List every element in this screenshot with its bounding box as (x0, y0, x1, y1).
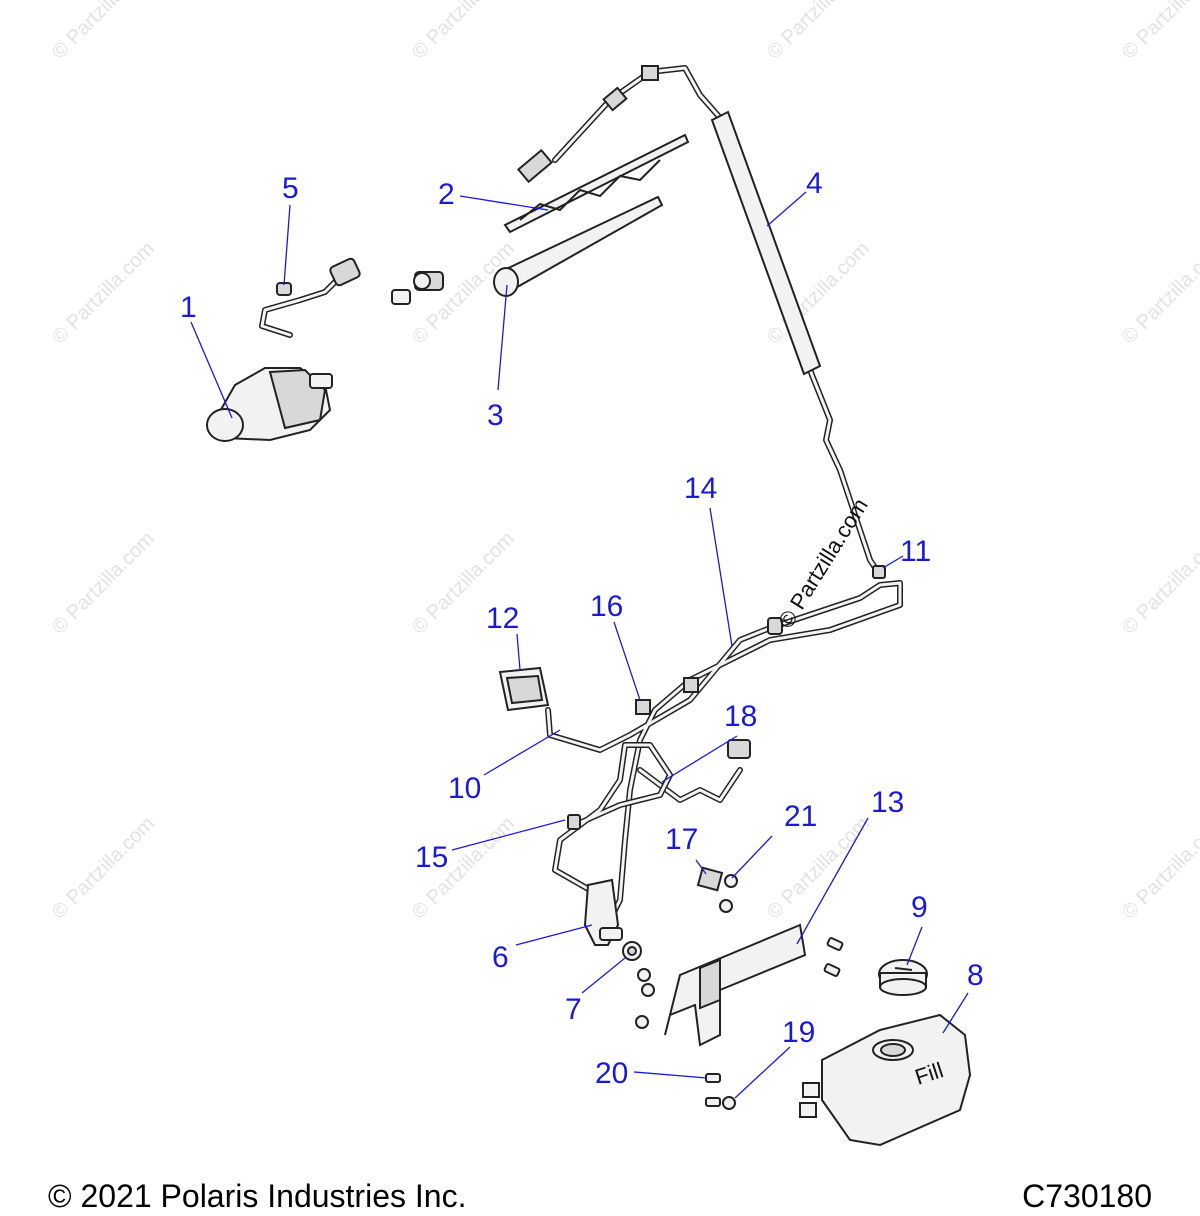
callout-12: 12 (486, 602, 519, 635)
watermark-grid: © Partzilla.com © Partzilla.com © Partzi… (48, 0, 1200, 924)
callout-17: 17 (665, 823, 698, 856)
part-2-wiper-blade (503, 133, 690, 234)
callout-19: 19 (782, 1016, 815, 1049)
watermark: © Partzilla.com (1118, 238, 1200, 349)
callout-3: 3 (487, 399, 504, 432)
callout-11: 11 (900, 535, 931, 568)
callout-labels: 1 2 3 4 5 6 7 8 9 10 11 12 13 14 15 16 1… (180, 167, 984, 1090)
bracket-hardware (635, 937, 844, 1029)
callout-13: 13 (871, 786, 904, 819)
callout-2: 2 (438, 178, 455, 211)
part-4-washer-hose (516, 65, 883, 578)
leader-lines (190, 191, 969, 1099)
drawing-number: C730180 (1022, 1178, 1152, 1214)
callout-14: 14 (684, 472, 717, 505)
part-1-wiper-motor (206, 257, 361, 442)
callout-20: 20 (595, 1057, 628, 1090)
watermark: © Partzilla.com (763, 0, 874, 64)
callout-4: 4 (806, 167, 823, 200)
watermark: © Partzilla.com (48, 813, 159, 924)
callout-21: 21 (784, 800, 817, 833)
part-19-screw (722, 1096, 736, 1110)
callout-9: 9 (911, 891, 928, 924)
part-9-tank-cap (878, 959, 928, 996)
watermark: © Partzilla.com (48, 0, 159, 64)
part-10-wiring-harness (545, 565, 903, 923)
part-3-wiper-arm (493, 195, 664, 297)
watermark: © Partzilla.com (48, 528, 159, 639)
callout-7: 7 (565, 993, 582, 1026)
part-13-bracket (664, 923, 807, 1047)
watermark: © Partzilla.com (1118, 813, 1200, 924)
callout-18: 18 (724, 700, 757, 733)
watermark: © Partzilla.com (48, 238, 159, 349)
callout-10: 10 (448, 772, 481, 805)
callout-1: 1 (180, 291, 197, 324)
callout-15: 15 (415, 841, 448, 874)
part-6-washer-pump (583, 878, 623, 946)
watermark: © Partzilla.com (1118, 0, 1200, 64)
callout-6: 6 (492, 941, 509, 974)
part-8-washer-tank: Fill (799, 1013, 972, 1147)
copyright-text: © 2021 Polaris Industries Inc. (48, 1178, 467, 1214)
part-17-clip (696, 866, 724, 892)
callout-16: 16 (590, 590, 623, 623)
callout-8: 8 (967, 959, 984, 992)
arm-hardware (391, 271, 444, 305)
part-12-connector (498, 666, 550, 712)
watermark: © Partzilla.com (408, 0, 519, 64)
callout-5: 5 (282, 172, 299, 205)
watermark: © Partzilla.com (1118, 528, 1200, 639)
part-7-grommet (622, 941, 642, 961)
part-21-nut (719, 874, 738, 913)
part-20-bolt (705, 1073, 721, 1107)
